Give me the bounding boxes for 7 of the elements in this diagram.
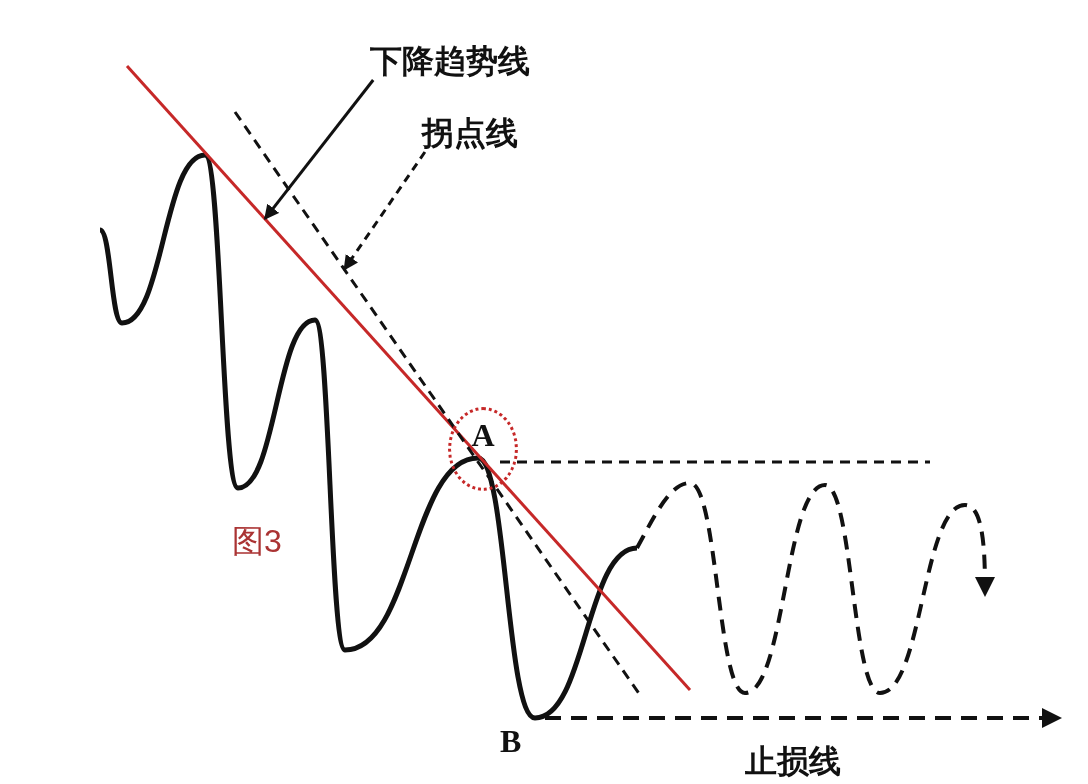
line-label: 止损线	[745, 742, 841, 780]
leader-line	[263, 79, 375, 221]
line-label: 拐点线	[422, 114, 518, 152]
line-label: 下降趋势线	[370, 42, 530, 80]
figure-label: 图3	[232, 522, 282, 560]
point-label: B	[500, 722, 522, 760]
leader-line	[343, 151, 427, 271]
